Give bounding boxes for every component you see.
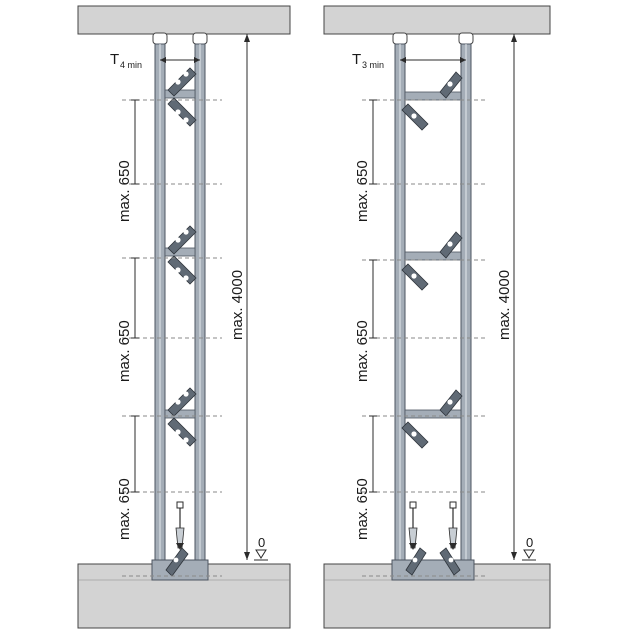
height-label: max. 4000: [496, 270, 513, 340]
segment-label: max. 650: [354, 320, 371, 382]
vertical-profile: [194, 43, 206, 565]
wall-anchor-icon: [175, 501, 185, 550]
segment-label: max. 650: [354, 478, 371, 540]
angle-bracket-icon: [167, 225, 197, 285]
thickness-symbol: T: [352, 51, 361, 68]
angle-bracket-icon: [401, 231, 463, 291]
segment-dimension-lines: [131, 99, 139, 493]
vertical-profile: [154, 43, 166, 565]
crossbar-group: [164, 89, 196, 419]
angle-bracket-icon: [167, 67, 197, 127]
angle-bracket-icon: [165, 547, 189, 577]
level-triangle-icon: [254, 549, 268, 561]
zero-label: 0: [526, 535, 533, 550]
segment-label: max. 650: [354, 160, 371, 222]
crossbar-group: [404, 91, 462, 419]
ceiling-slab: [323, 5, 551, 35]
wall-anchor-icon: [408, 501, 418, 550]
zero-label: 0: [258, 535, 265, 550]
angle-bracket-icon: [401, 71, 463, 131]
thickness-subscript: 4 min: [120, 60, 142, 70]
base-profile: [391, 559, 475, 581]
level-lines: [362, 99, 488, 577]
angle-bracket-icon: [405, 547, 461, 576]
ceiling-slab: [77, 5, 291, 35]
angle-bracket-icon: [167, 387, 197, 447]
ceiling-roller-icon: [392, 32, 474, 45]
ceiling-roller-icon: [152, 32, 208, 45]
level-triangle-icon: [522, 549, 536, 561]
height-label: max. 4000: [229, 270, 246, 340]
thickness-dimension: T 3 min: [352, 51, 466, 70]
segment-label: max. 650: [116, 478, 133, 540]
height-dimension: [511, 34, 517, 560]
angle-bracket-icon: [401, 389, 463, 449]
segment-dimension-lines: [369, 99, 377, 493]
vertical-profile: [394, 43, 406, 565]
height-dimension: [244, 34, 250, 560]
right-assembly: T 3 min max. 650 max. 650 max. 650 max. …: [323, 5, 551, 629]
vertical-profile: [460, 43, 472, 565]
segment-label: max. 650: [116, 160, 133, 222]
wall-anchor-icon: [448, 501, 458, 550]
thickness-symbol: T: [110, 51, 119, 68]
segment-label: max. 650: [116, 320, 133, 382]
thickness-dimension: T 4 min: [110, 51, 200, 70]
thickness-subscript: 3 min: [362, 60, 384, 70]
left-assembly: T 4 min max. 650 max. 650 max. 650 max. …: [77, 5, 291, 629]
